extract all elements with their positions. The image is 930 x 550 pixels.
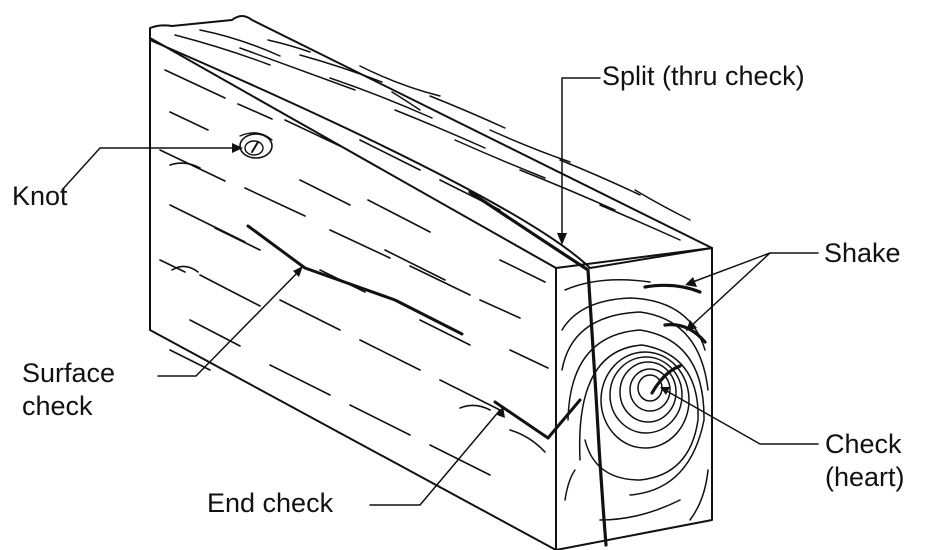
surface-check-label-line1: Surface xyxy=(22,358,116,388)
timber-top-face xyxy=(149,15,713,269)
end-check-mark xyxy=(493,398,582,440)
shake-label: Shake xyxy=(824,238,901,268)
split-leader xyxy=(561,77,601,241)
timber-side-face xyxy=(149,37,557,550)
end-check-leader xyxy=(369,409,501,506)
end-check-label: End check xyxy=(207,488,334,518)
leader-lines xyxy=(61,77,819,506)
surface-check-leader xyxy=(157,269,301,377)
knot-label: Knot xyxy=(12,181,68,211)
knot-leader xyxy=(61,147,239,191)
knot-mark xyxy=(239,132,273,159)
surface-check-label-line2: check xyxy=(22,391,93,421)
surface-check-mark xyxy=(246,224,464,336)
heart-check-label-line1: Check xyxy=(825,429,902,459)
split-label: Split (thru check) xyxy=(602,61,805,91)
shake-mark-lower xyxy=(663,323,707,344)
heart-check-mark xyxy=(650,364,682,395)
side-face-grain xyxy=(159,69,549,476)
shake-leader-lower xyxy=(689,252,771,328)
heart-check-label: Check (heart) xyxy=(825,428,905,494)
split-mark xyxy=(468,190,608,547)
heart-check-label-line2: (heart) xyxy=(825,462,905,492)
arrowheads xyxy=(232,143,697,418)
growth-rings xyxy=(561,279,709,521)
heart-check-leader xyxy=(664,389,819,445)
surface-check-label: Surface check xyxy=(22,357,115,423)
timber-end-face xyxy=(555,247,713,550)
shake-mark-upper xyxy=(643,283,702,294)
